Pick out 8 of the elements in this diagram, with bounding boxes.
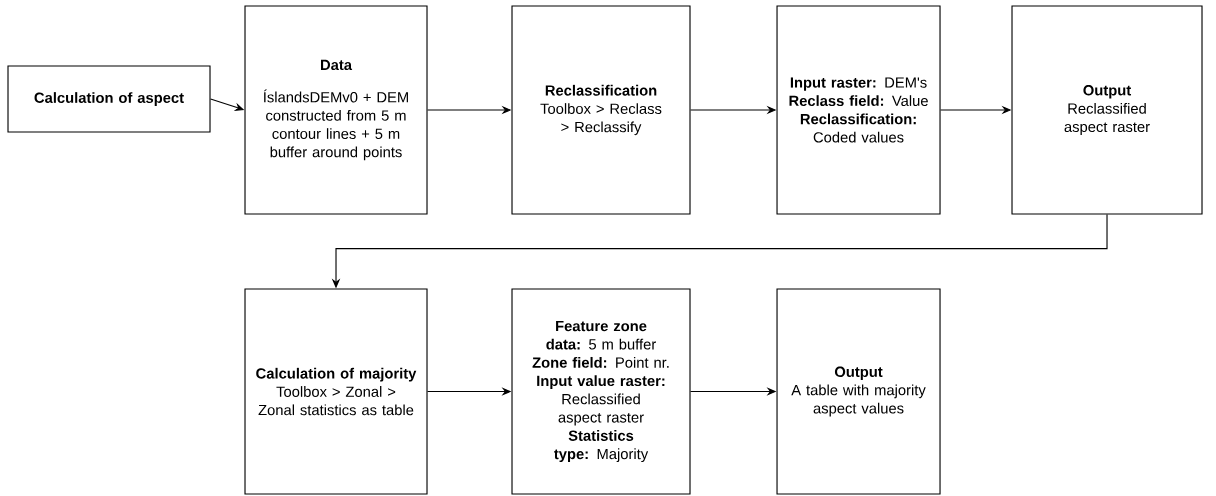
- process-box: Output A table with majority aspect values: [776, 288, 941, 495]
- process-box: Reclassification Toolbox > Reclass > Reclassify: [511, 5, 691, 215]
- process-box: Calculation of aspect: [7, 65, 211, 133]
- process-box: Data ÍslandsDEMv0 + DEM constructed from 5 m contour lines + 5 m buffer around points: [244, 5, 428, 215]
- process-box: Input raster: DEM's Reclass field: Value Reclassification: Coded values: [776, 5, 941, 215]
- process-box: Feature zone data: 5 m buffer Zone field: Point nr. Input value raster: Reclassified aspect raster Statistics type: Majority: [511, 288, 691, 495]
- process-box: Calculation of majority Toolbox > Zonal > Zonal statistics as table: [244, 288, 428, 495]
- process-box: Output Reclassified aspect raster: [1011, 5, 1203, 215]
